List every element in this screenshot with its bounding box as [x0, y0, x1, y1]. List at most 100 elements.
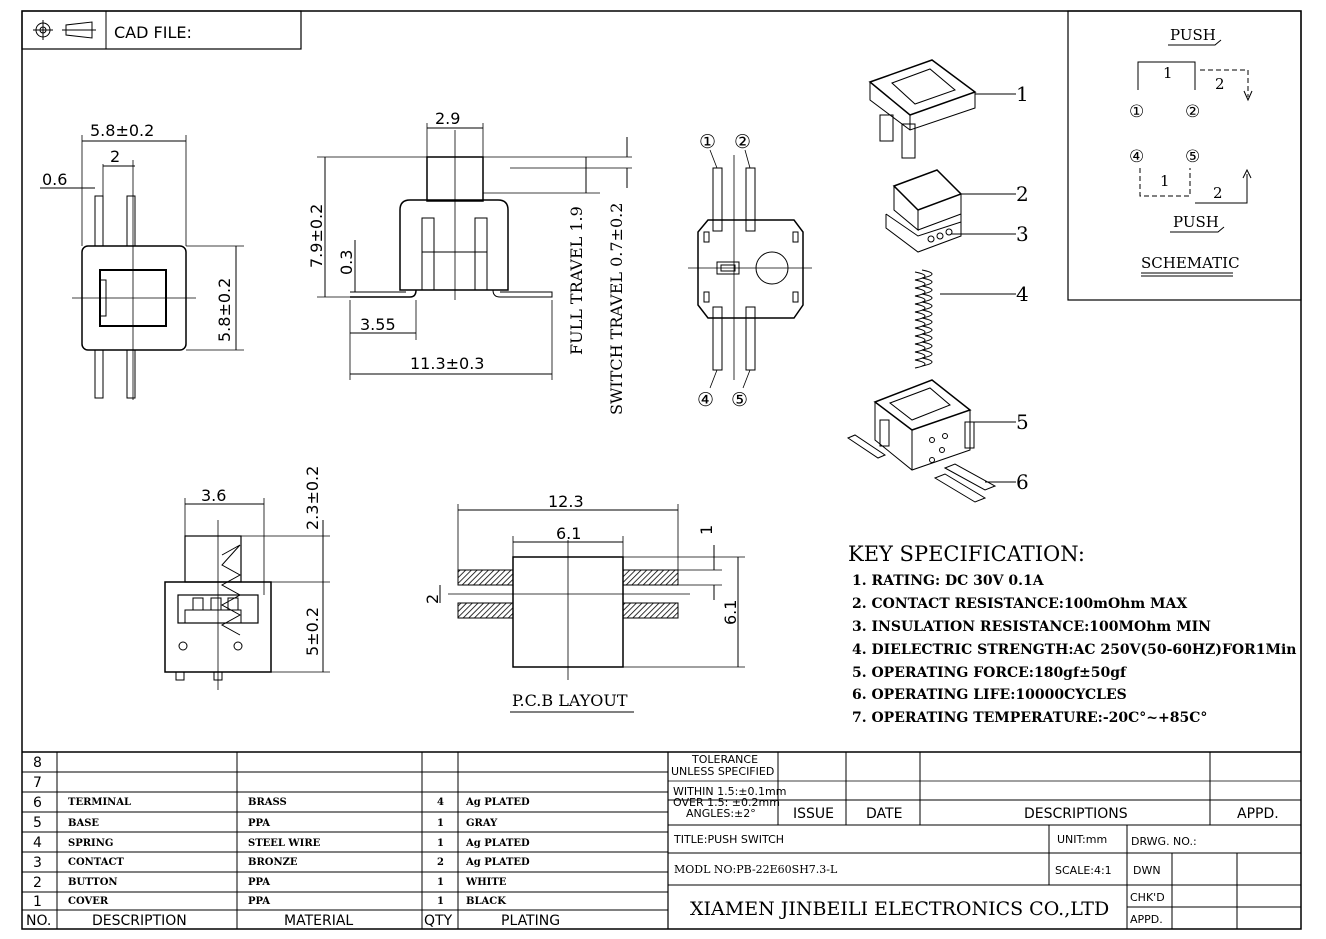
checked-label: CHK'D	[1130, 891, 1165, 904]
part-callout-2: 2	[1016, 182, 1029, 206]
schematic-contact-1-bottom: 1	[1160, 172, 1170, 190]
unit-label: UNIT:mm	[1057, 833, 1107, 846]
schematic-pin-2: ②	[1185, 102, 1200, 122]
bom-plating: Ag PLATED	[465, 838, 530, 849]
bom-no: 1	[33, 894, 42, 910]
bom-header-plating: PLATING	[501, 913, 560, 929]
pcb-layout	[439, 504, 745, 680]
bom-header-material: MATERIAL	[284, 913, 353, 929]
schematic-pin-1: ①	[1129, 102, 1144, 122]
bom-header-qty: QTY	[424, 913, 453, 929]
bom-row: 1 COVER PPA 1 BLACK	[33, 894, 506, 910]
dim-pin-pitch: 2	[110, 147, 120, 166]
bottom-pin-5: ⑤	[731, 389, 748, 411]
cad-header: CAD FILE:	[21, 10, 302, 50]
bottom-pin-1: ①	[699, 131, 716, 153]
drawing-title: TITLE:PUSH SWITCH	[673, 833, 784, 846]
dim-pcb-body-height: 6.1	[721, 600, 740, 625]
schematic-push-label-2: PUSH	[1173, 213, 1219, 231]
bom-no: 7	[33, 775, 42, 791]
dim-pcb-total-width: 12.3	[548, 492, 584, 511]
appd-header: APPD.	[1237, 806, 1279, 822]
exploded-view	[846, 59, 1016, 503]
company-name: XIAMEN JINBEILI ELECTRONICS CO.,LTD	[690, 898, 1109, 920]
bom-plating: Ag PLATED	[465, 797, 530, 808]
tolerance-label: TOLERANCE	[691, 753, 758, 766]
spec-item: 7. OPERATING TEMPERATURE:-20C°~+85C°	[852, 710, 1207, 726]
bom-header-row: NO. DESCRIPTION MATERIAL QTY PLATING	[26, 913, 560, 929]
part-callout-5: 5	[1016, 410, 1029, 434]
bom-row: 5 BASE PPA 1 GRAY	[33, 815, 498, 831]
bom-qty: 2	[437, 857, 444, 868]
bom-description: BUTTON	[68, 877, 118, 888]
bom-qty: 1	[437, 838, 444, 849]
dim-full-travel: FULL TRAVEL 1.9	[567, 206, 586, 355]
pcb-layout-label: P.C.B LAYOUT	[512, 691, 628, 710]
bom-material: BRASS	[248, 797, 287, 808]
front-view	[40, 135, 244, 400]
bom-material: STEEL WIRE	[248, 838, 321, 849]
dim-button-width: 2.9	[435, 109, 460, 128]
bom-no: 6	[33, 795, 42, 811]
spec-item: 3. INSULATION RESISTANCE:100MOhm MIN	[852, 619, 1211, 635]
bom-description: SPRING	[68, 838, 113, 849]
bom-row: 7	[33, 775, 42, 791]
spec-item: 4. DIELECTRIC STRENGTH:AC 250V(50-60HZ)F…	[852, 642, 1296, 658]
schematic-pin-4: ④	[1129, 147, 1144, 167]
bom-header-description: DESCRIPTION	[92, 913, 187, 929]
schematic-push-label-1: PUSH	[1170, 26, 1216, 44]
bom-description: TERMINAL	[68, 797, 131, 808]
bom-plating: Ag PLATED	[465, 857, 530, 868]
schematic-pin-5: ⑤	[1185, 147, 1200, 167]
bom-material: BRONZE	[248, 857, 298, 868]
model-number: MODL NO:PB-22E60SH7.3-L	[674, 863, 838, 876]
dim-width-front: 5.8±0.2	[90, 121, 154, 140]
bom-row: 2 BUTTON PPA 1 WHITE	[33, 875, 507, 891]
bom-plating: GRAY	[466, 818, 498, 829]
dim-rear-width: 3.6	[201, 486, 226, 505]
dim-height-front: 5.8±0.2	[215, 278, 234, 342]
descriptions-header: DESCRIPTIONS	[1024, 806, 1128, 822]
spec-item: 2. CONTACT RESISTANCE:100mOhm MAX	[852, 596, 1187, 612]
part-callout-6: 6	[1016, 470, 1029, 494]
bom-description: BASE	[68, 818, 99, 829]
bom-material: PPA	[248, 818, 270, 829]
bom-no: 4	[33, 835, 42, 851]
drawn-label: DWN	[1133, 864, 1161, 877]
bom-plating: WHITE	[465, 877, 507, 888]
bom-no: 2	[33, 875, 42, 891]
spec-title: KEY SPECIFICATION:	[848, 542, 1085, 566]
dim-terminal-offset: 3.55	[360, 315, 396, 334]
tolerance-within: WITHIN 1.5:±0.1mm	[673, 785, 786, 798]
projection-symbol-icon	[33, 20, 96, 40]
date-header: DATE	[866, 806, 902, 822]
schematic-contact-2-bottom: 2	[1213, 184, 1223, 202]
bottom-view	[688, 149, 812, 389]
rear-view	[164, 498, 330, 690]
bom-row: 8	[33, 755, 42, 771]
bom-row: 6 TERMINAL BRASS 4 Ag PLATED	[33, 795, 530, 811]
dim-pad-pitch: 2	[423, 594, 442, 604]
bom-no: 3	[33, 855, 42, 871]
cad-file-label: CAD FILE:	[114, 23, 192, 42]
bom-row: 3 CONTACT BRONZE 2 Ag PLATED	[33, 855, 530, 871]
bom-plating: BLACK	[466, 896, 506, 907]
spec-item: 5. OPERATING FORCE:180gf±50gf	[852, 665, 1127, 681]
schematic-contact-2-top: 2	[1215, 75, 1225, 93]
dim-pin-width: 0.6	[42, 170, 67, 189]
key-specification: KEY SPECIFICATION: 1. RATING: DC 30V 0.1…	[848, 542, 1296, 726]
bom-description: COVER	[68, 896, 109, 907]
title-block	[668, 752, 1301, 929]
schematic-title: SCHEMATIC	[1141, 254, 1240, 272]
bom-material: PPA	[248, 896, 270, 907]
bottom-pin-4: ④	[697, 389, 714, 411]
dim-switch-travel: SWITCH TRAVEL 0.7±0.2	[607, 203, 626, 415]
scale-label: SCALE:4:1	[1055, 864, 1112, 877]
bom-table	[22, 751, 1301, 929]
bom-row: 4 SPRING STEEL WIRE 1 Ag PLATED	[33, 835, 530, 851]
dim-pcb-body-width: 6.1	[556, 524, 581, 543]
side-view	[317, 123, 632, 380]
part-callout-4: 4	[1016, 282, 1029, 306]
tolerance-angles: ANGLES:±2°	[686, 807, 756, 820]
